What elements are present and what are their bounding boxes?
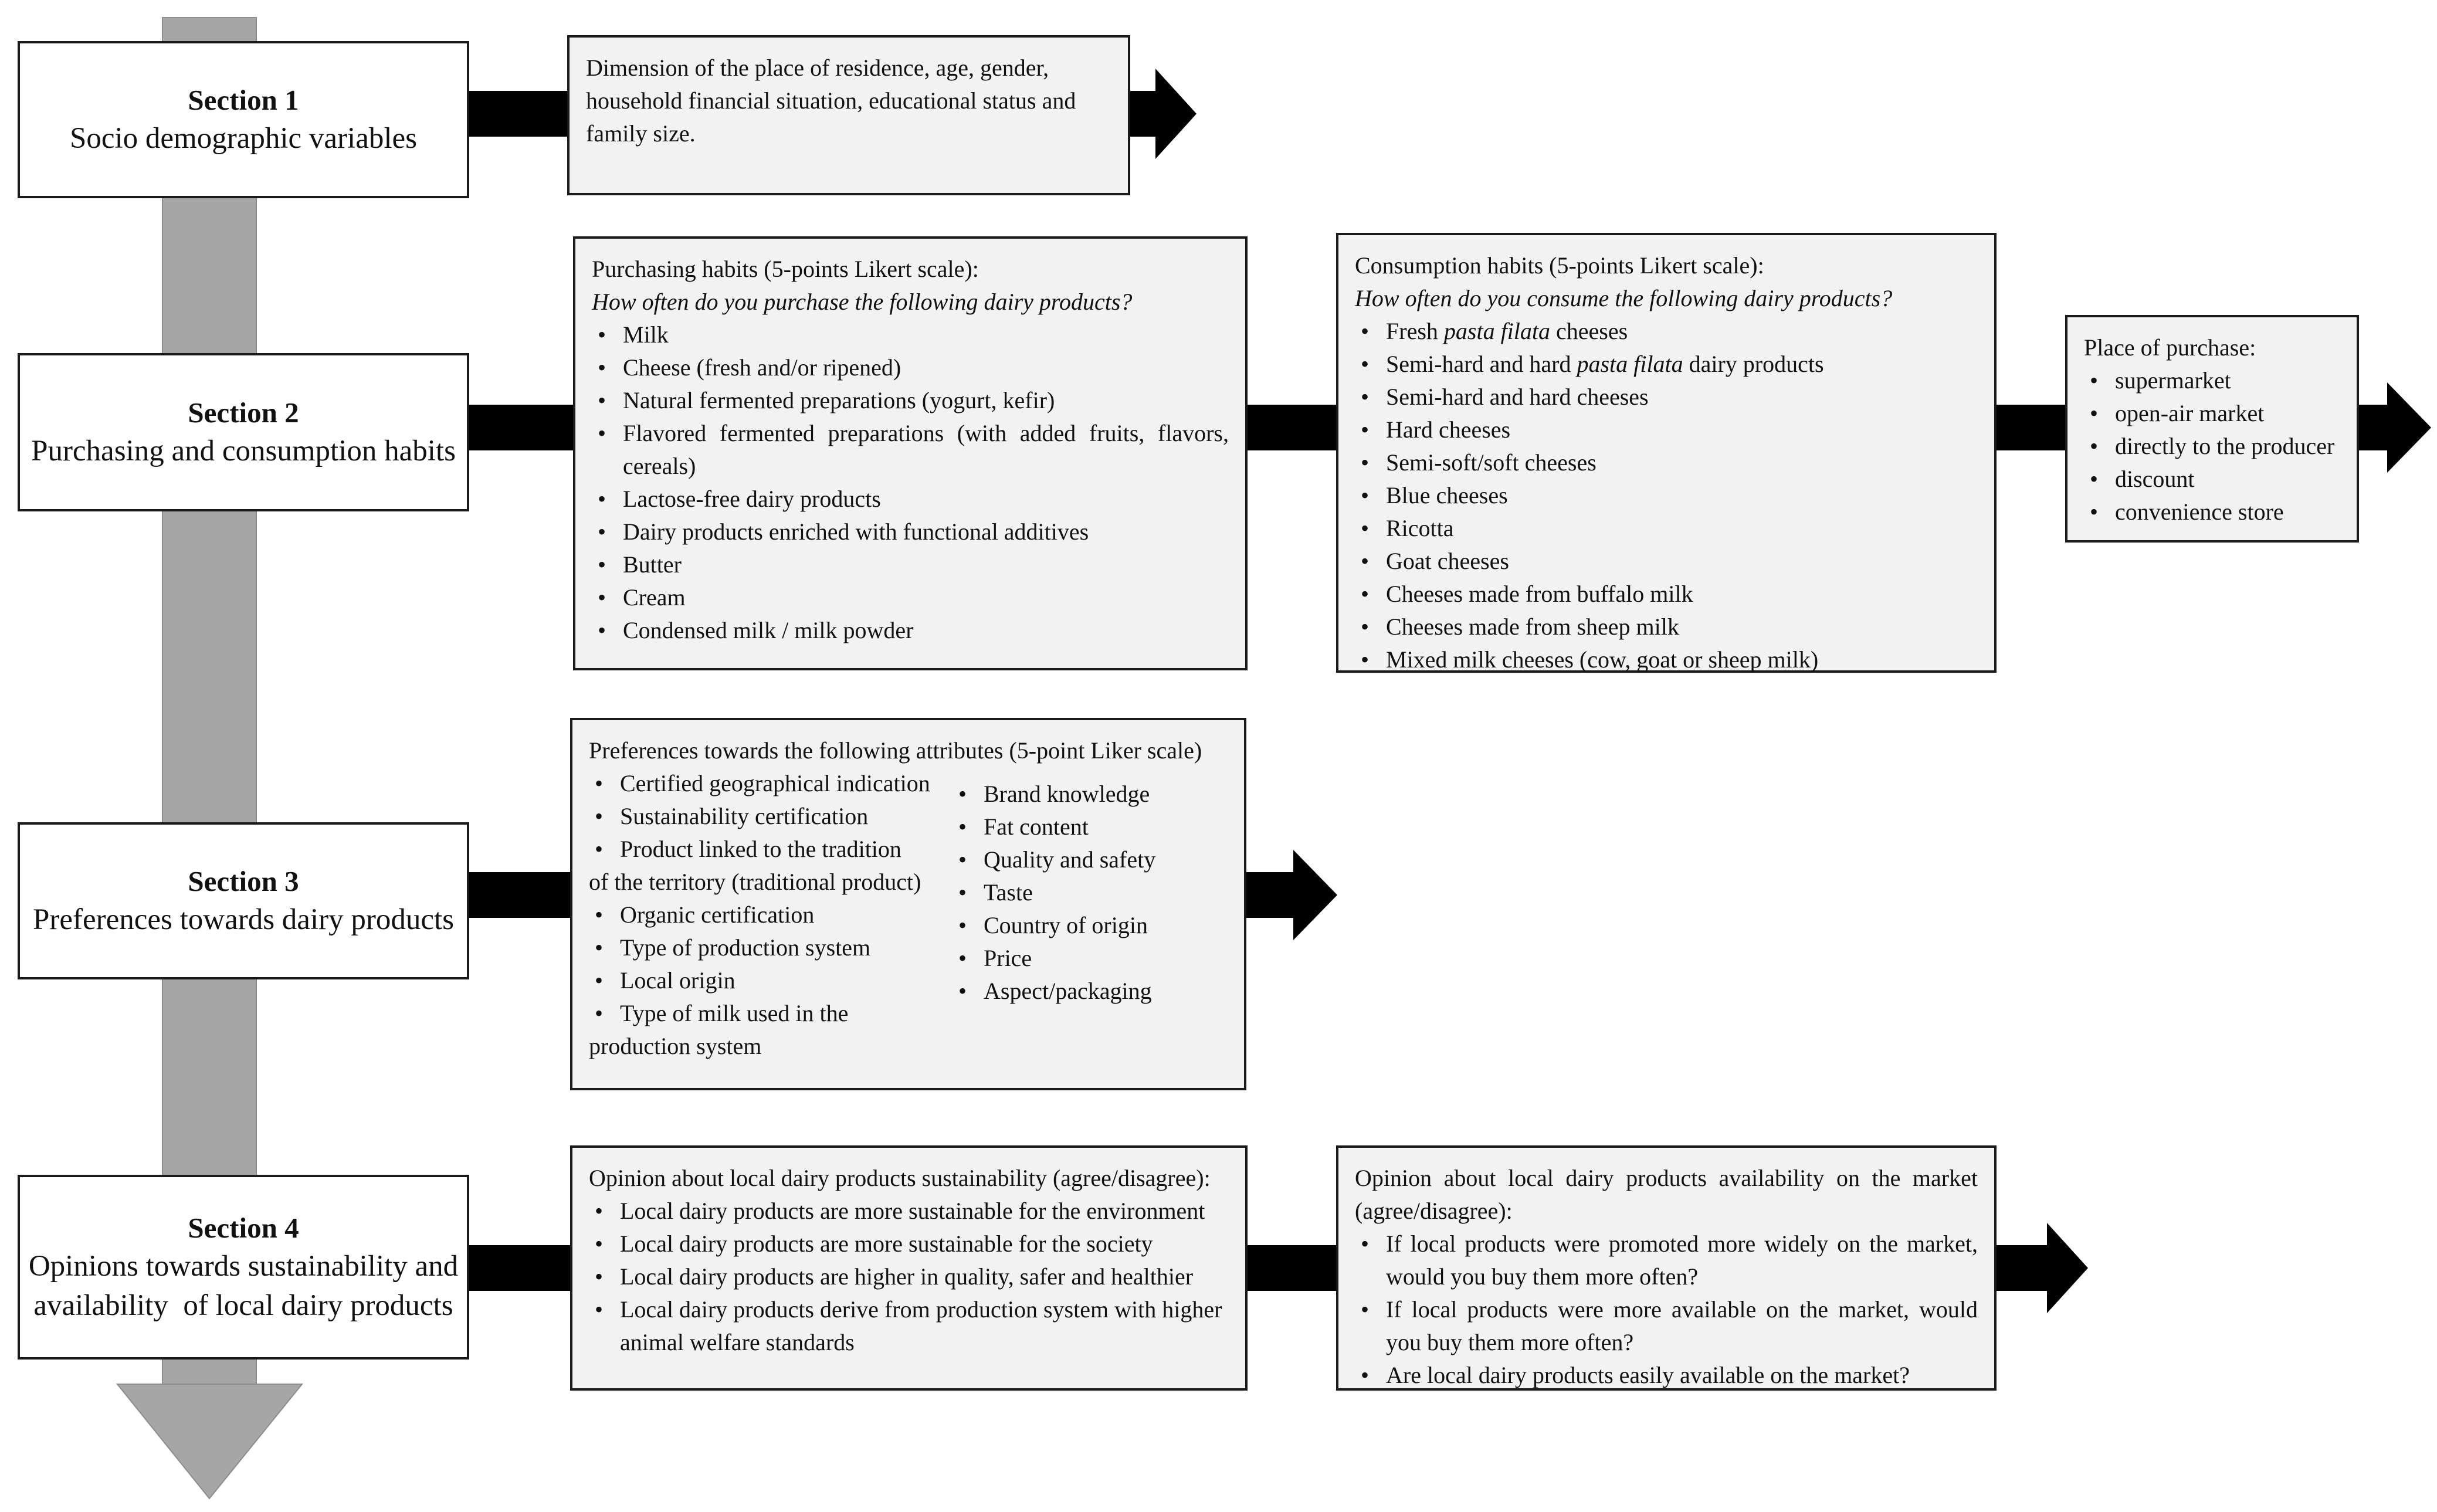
sustainability-opinion-box: Opinion about local dairy products susta… — [570, 1145, 1248, 1391]
consumption-item-text: Semi-hard and hard — [1386, 351, 1577, 377]
purchasing-habits-box: Purchasing habits (5-points Likert scale… — [573, 236, 1248, 670]
section-3-title: Section 3 — [188, 865, 299, 897]
sustainability-availability-connector — [1246, 1245, 1338, 1291]
availability-heading: Opinion about local dairy products avail… — [1355, 1165, 1978, 1224]
place-item: convenience store — [2084, 496, 2340, 528]
preference-item: Organic certification — [589, 899, 953, 931]
preference-item: Local origin — [589, 964, 953, 997]
section-1-box: Section 1 Socio demographic variables — [18, 41, 469, 198]
preference-item: Type of production system — [589, 931, 953, 964]
consumption-item-text: dairy products — [1683, 351, 1824, 377]
availability-item: If local products were promoted more wid… — [1355, 1228, 1978, 1293]
purchasing-question: How often do you purchase the following … — [592, 289, 1133, 315]
section-4-title: Section 4 — [188, 1211, 299, 1244]
socio-demographic-text: Dimension of the place of residence, age… — [586, 55, 1076, 147]
place-item: open-air market — [2084, 397, 2340, 430]
purchasing-item: Flavored fermented preparations (with ad… — [592, 417, 1229, 483]
availability-opinion-box: Opinion about local dairy products avail… — [1336, 1145, 1997, 1392]
purchasing-consumption-connector — [1246, 405, 1338, 450]
consumption-item: Ricotta — [1355, 512, 1978, 545]
consumption-item: Cheeses made from buffalo milk — [1355, 578, 1978, 611]
consumption-item: Cheeses made from sheep milk — [1355, 611, 1978, 643]
consumption-item-italic: pasta filata — [1577, 351, 1683, 377]
place-item: directly to the producer — [2084, 430, 2340, 463]
preference-item: Aspect/packaging — [953, 975, 1155, 1008]
preference-item: Brand knowledge — [953, 778, 1155, 811]
consumption-place-connector — [1995, 405, 2067, 450]
s3-box-arrow — [1246, 850, 1337, 940]
consumption-item-text: Fresh — [1386, 318, 1444, 344]
consumption-habits-box: Consumption habits (5-points Likert scal… — [1336, 233, 1997, 676]
place-item: discount — [2084, 463, 2340, 496]
section-4-subtitle-line-2: availability of local dairy products — [33, 1289, 453, 1322]
s4-box-arrow — [1995, 1223, 2088, 1313]
preference-item: Sustainability certification — [589, 800, 953, 833]
sustainability-heading: Opinion about local dairy products susta… — [589, 1165, 1211, 1191]
preferences-column-1: Certified geographical indication Sustai… — [589, 767, 953, 1063]
place-heading: Place of purchase: — [2084, 334, 2256, 361]
purchasing-item: Cheese (fresh and/or ripened) — [592, 351, 1229, 384]
section-2-title: Section 2 — [188, 396, 299, 429]
sustainability-item: Local dairy products are more sustainabl… — [589, 1195, 1229, 1228]
consumption-item-text: cheeses — [1550, 318, 1628, 344]
consumption-question: How often do you consume the following d… — [1355, 285, 1893, 311]
section-1-subtitle: Socio demographic variables — [70, 121, 417, 155]
consumption-item: Semi-hard and hard cheeses — [1355, 381, 1978, 413]
preference-item: Fat content — [953, 811, 1155, 843]
purchasing-item: Dairy products enriched with functional … — [592, 516, 1229, 548]
section-2-subtitle: Purchasing and consumption habits — [31, 434, 456, 467]
preferences-column-2: Brand knowledge Fat content Quality and … — [953, 767, 1155, 1063]
consumption-item: Goat cheeses — [1355, 545, 1978, 578]
section-3-box: Section 3 Preferences towards dairy prod… — [18, 822, 469, 979]
s1-box-arrow — [1128, 69, 1197, 159]
socio-demographic-box: Dimension of the place of residence, age… — [567, 35, 1130, 195]
sustainability-item: Local dairy products are higher in quali… — [589, 1260, 1229, 1293]
consumption-heading: Consumption habits (5-points Likert scal… — [1355, 252, 1764, 279]
consumption-item-italic: pasta filata — [1443, 318, 1551, 344]
section-4-box: Section 4 Opinions towards sustainabilit… — [18, 1175, 469, 1360]
place-of-purchase-box: Place of purchase: supermarket open-air … — [2065, 315, 2359, 543]
preferences-heading: Preferences towards the following attrib… — [589, 737, 1202, 764]
preference-item: Product linked to the tradition — [589, 833, 953, 866]
preference-item-continuation: of the territory (traditional product) — [589, 869, 921, 895]
sustainability-item: Local dairy products are more sustainabl… — [589, 1228, 1229, 1260]
preference-item: Price — [953, 942, 1155, 975]
preference-item-continuation: production system — [589, 1033, 762, 1059]
purchasing-heading: Purchasing habits (5-points Likert scale… — [592, 256, 979, 282]
section-3-subtitle: Preferences towards dairy products — [33, 903, 454, 936]
availability-item: Are local dairy products easily availabl… — [1355, 1359, 1978, 1392]
preference-item: Country of origin — [953, 909, 1155, 942]
preference-item: Quality and safety — [953, 843, 1155, 876]
purchasing-item: Natural fermented preparations (yogurt, … — [592, 384, 1229, 417]
consumption-item: Hard cheeses — [1355, 413, 1978, 446]
s3-connector — [467, 872, 573, 918]
purchasing-item: Butter — [592, 548, 1229, 581]
consumption-item: Blue cheeses — [1355, 479, 1978, 512]
section-4-subtitle-line-1: Opinions towards sustainability and — [28, 1249, 459, 1283]
section-2-box: Section 2 Purchasing and consumption hab… — [18, 353, 469, 511]
s2-box-arrow — [2358, 382, 2431, 473]
purchasing-item: Condensed milk / milk powder — [592, 614, 1229, 647]
consumption-item: Mixed milk cheeses (cow, goat or sheep m… — [1355, 643, 1978, 676]
consumption-item: Semi-soft/soft cheeses — [1355, 446, 1978, 479]
preference-item: Certified geographical indication — [589, 767, 953, 800]
sustainability-item: Local dairy products derive from product… — [589, 1293, 1229, 1359]
s2-connector — [467, 405, 576, 450]
place-item: supermarket — [2084, 364, 2340, 397]
s1-connector — [467, 91, 568, 137]
purchasing-item: Milk — [592, 318, 1229, 351]
preference-item: Type of milk used in the — [589, 997, 953, 1030]
preferences-box: Preferences towards the following attrib… — [570, 718, 1246, 1090]
s4-connector — [467, 1245, 573, 1291]
purchasing-item: Lactose-free dairy products — [592, 483, 1229, 516]
availability-item: If local products were more available on… — [1355, 1293, 1978, 1359]
preference-item: Taste — [953, 876, 1155, 909]
purchasing-item: Cream — [592, 581, 1229, 614]
consumption-item: Fresh pasta filata cheeses — [1355, 315, 1978, 348]
section-1-title: Section 1 — [188, 83, 299, 116]
consumption-item: Semi-hard and hard pasta filata dairy pr… — [1355, 348, 1978, 381]
